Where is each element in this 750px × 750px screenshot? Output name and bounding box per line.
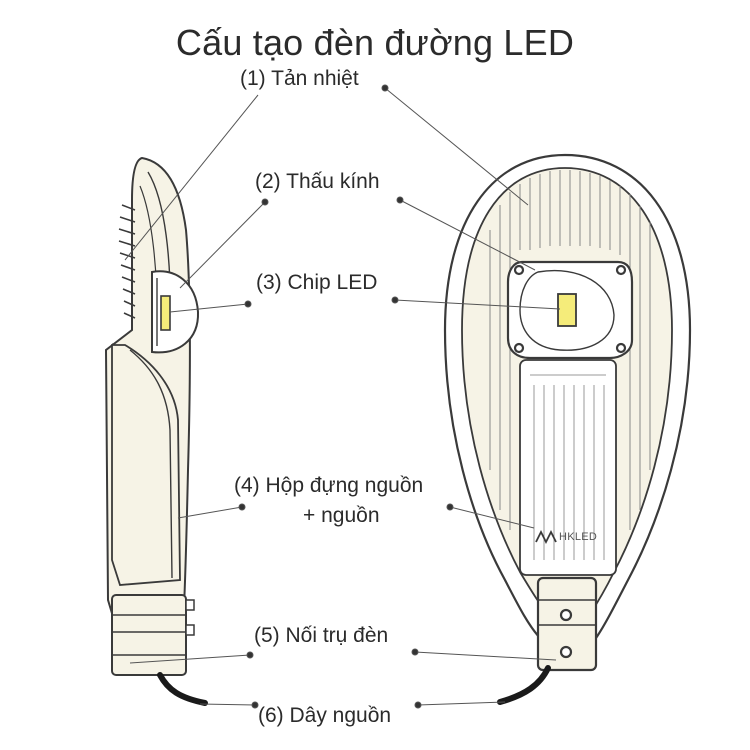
front-view-heatsink-fins [489,170,651,530]
side-view-power-box [111,344,181,586]
label-power-box-line2: + nguồn [303,504,380,527]
front-view-chip [557,293,577,327]
label-power-box: (4) Hộp đựng nguồn [234,474,424,497]
label-power-cord: (6) Dây nguồn [258,704,392,727]
label-lens: (2) Thấu kính [255,170,380,193]
front-view-logo-mark [535,529,557,545]
leader-lines [124,84,561,709]
label-pole-connector: (5) Nối trụ đèn [254,624,389,647]
side-view-chip [160,295,171,331]
front-view-lamp [443,153,692,672]
side-view-lamp [104,156,200,676]
side-view-power-cord [157,672,208,706]
page-title: Cấu tạo đèn đường LED [175,22,575,63]
label-heatsink: (1) Tản nhiệt [240,67,359,90]
label-chip-led: (3) Chip LED [256,271,378,294]
brand-logo-text: HKLED [559,531,598,543]
side-view-pole-connector [111,594,187,676]
front-view-pole-connector [536,576,598,672]
front-view-power-cord [497,665,551,705]
